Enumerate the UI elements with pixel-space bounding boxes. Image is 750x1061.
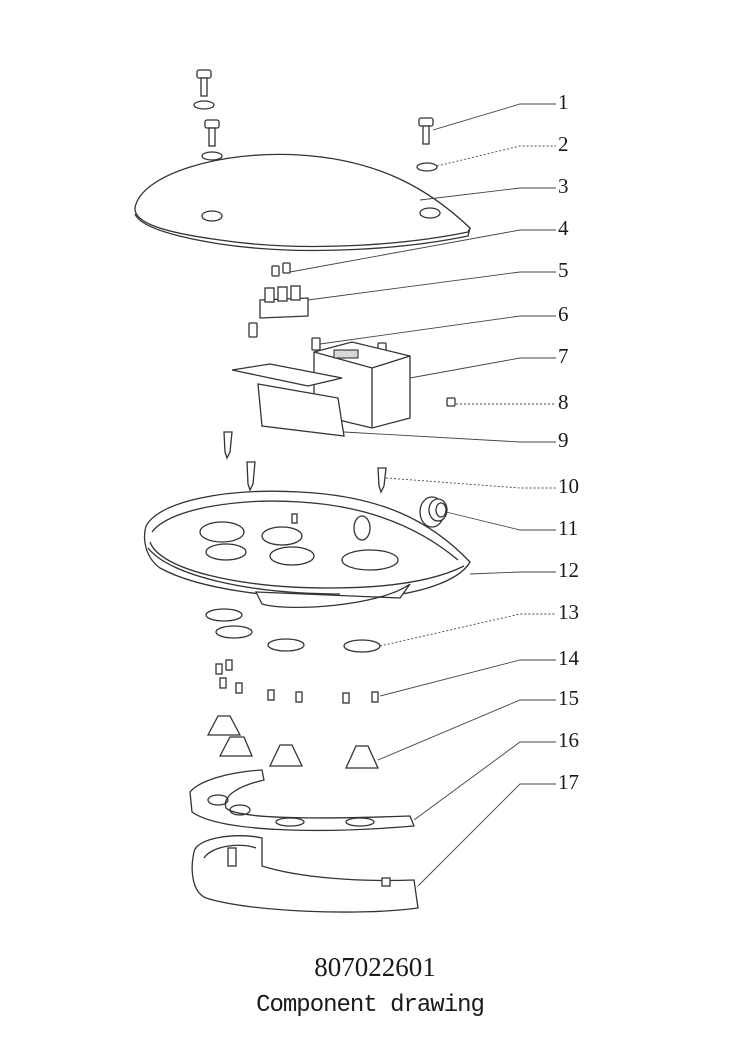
terminal-block-part-5 — [248, 285, 309, 338]
callout-2: 2 — [558, 132, 569, 156]
callout-10: 10 — [558, 474, 579, 498]
part-number: 807022601 — [314, 952, 436, 982]
screw-part-1 — [196, 69, 434, 147]
small-screw-part-4 — [271, 262, 291, 277]
screw-part-8 — [446, 397, 456, 407]
callout-11: 11 — [558, 516, 579, 540]
cable-gland-part-11 — [419, 496, 448, 528]
callout-15: 15 — [558, 686, 579, 710]
callout-16: 16 — [558, 728, 579, 752]
cover-plate-part-3 — [134, 153, 471, 252]
lens-part-15 — [206, 715, 380, 769]
callout-17: 17 — [558, 770, 579, 794]
callout-1: 1 — [558, 90, 569, 114]
washer-part-2 — [193, 100, 438, 172]
housing-part-12 — [143, 490, 471, 609]
callout-8: 8 — [558, 390, 569, 414]
pin-part-10 — [223, 431, 387, 494]
callout-3: 3 — [558, 174, 569, 198]
led-disc-part-13 — [205, 608, 381, 653]
callout-7: 7 — [558, 344, 569, 368]
callout-4: 4 — [558, 216, 569, 240]
lens-holder-part-16 — [189, 769, 415, 832]
callout-6: 6 — [558, 302, 569, 326]
callout-5: 5 — [558, 258, 569, 282]
screw-part-14 — [215, 659, 379, 704]
bracket-part-9 — [231, 363, 345, 437]
callout-14: 14 — [558, 646, 579, 670]
callout-9: 9 — [558, 428, 569, 452]
bottom-cover-part-17 — [191, 835, 419, 913]
leader-lines — [289, 103, 556, 887]
drawing-caption: Component drawing — [256, 992, 485, 1019]
callout-13: 13 — [558, 600, 579, 624]
callout-12: 12 — [558, 558, 579, 582]
